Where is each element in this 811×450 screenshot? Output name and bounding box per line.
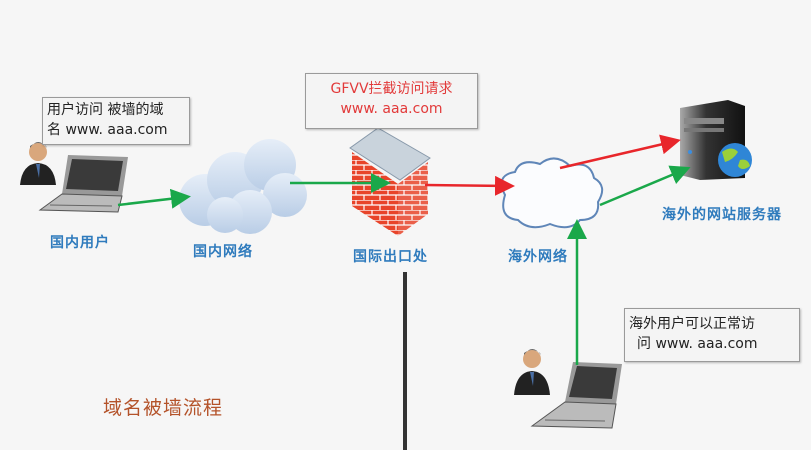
overseas-server-label: 海外的网站服务器 [662,207,782,223]
diagram-caption: 域名被墙流程 [103,397,224,419]
arrow-overseas-network-to-server-allowed [599,165,691,207]
firewall-icon [349,127,431,236]
arrow-user-to-domestic-network [117,188,191,209]
domestic-user-label: 国内用户 [50,235,110,251]
domestic-user-callout: 用户访问 被墙的域 名 www. aaa.com [42,97,190,145]
overseas-user-callout: 海外用户可以正常访 问 www. aaa.com [624,308,800,362]
callout-line: 名 www. aaa.com [47,122,168,138]
callout-line: 问 www. aaa.com [637,336,758,352]
arrow-overseas-network-to-server-blocked [559,134,681,170]
callout-line: GFVV拦截访问请求 [330,81,453,97]
gfw-callout: GFVV拦截访问请求 www. aaa.com [305,73,478,129]
domestic-network-label: 国内网络 [193,244,253,260]
overseas-network-label: 海外网络 [508,249,568,265]
callout-line: 海外用户可以正常访 [629,316,755,332]
callout-line: 用户访问 被墙的域 [47,102,164,118]
international-gateway-label: 国际出口处 [353,249,428,265]
arrow-gateway-to-overseas-network [424,175,515,196]
domestic-person-icon [20,142,56,185]
callout-line: www. aaa.com [340,101,443,117]
domestic-network-cloud-icon [179,139,307,234]
globe-icon [718,143,752,177]
domestic-laptop-icon [38,155,128,213]
overseas-laptop-icon [530,362,622,429]
overseas-person-icon [514,349,550,395]
overseas-network-cloud-icon [500,157,604,229]
